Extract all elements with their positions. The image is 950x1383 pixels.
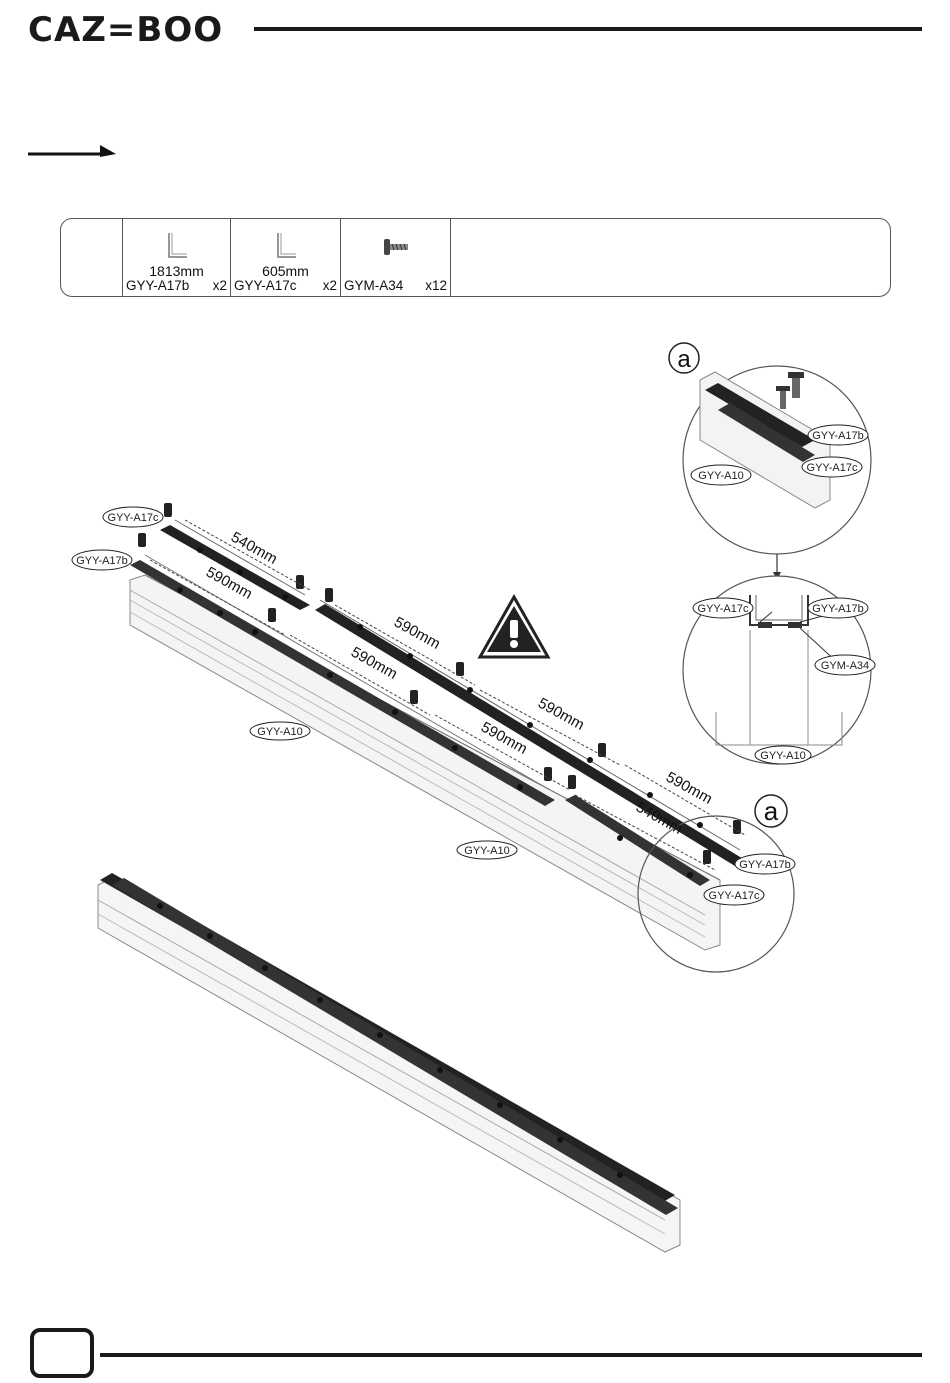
label-a17b: GYY-A17b bbox=[739, 859, 791, 871]
dimension-label: 590mm bbox=[203, 564, 255, 603]
label-a10: GYY-A10 bbox=[464, 845, 509, 857]
label-a17b: GYY-A17b bbox=[76, 555, 128, 567]
label-a17b: GYY-A17b bbox=[812, 603, 864, 615]
dimension-label: 540mm bbox=[633, 799, 685, 838]
dimension-label: 590mm bbox=[535, 695, 587, 734]
dimension-label: 590mm bbox=[391, 614, 443, 653]
detail-marker-beam: a bbox=[755, 795, 787, 827]
label-a17c: GYY-A17c bbox=[108, 512, 159, 524]
label-a10: GYY-A10 bbox=[698, 470, 743, 482]
detail-letter: a bbox=[764, 796, 779, 826]
label-a10: GYY-A10 bbox=[760, 750, 805, 762]
label-a17b: GYY-A17b bbox=[812, 430, 864, 442]
dimension-label: 590mm bbox=[663, 769, 715, 808]
footer-rule bbox=[100, 1353, 922, 1357]
dimension-label: 590mm bbox=[478, 719, 530, 758]
detail-letter: a bbox=[677, 346, 691, 373]
label-a17c: GYY-A17c bbox=[698, 603, 749, 615]
dimension-label: 540mm bbox=[228, 529, 280, 568]
label-a34: GYM-A34 bbox=[821, 660, 869, 672]
detail-marker-top: a bbox=[669, 343, 699, 373]
label-a17c: GYY-A17c bbox=[709, 890, 760, 902]
label-a17c: GYY-A17c bbox=[807, 462, 858, 474]
page-number-box bbox=[30, 1328, 94, 1378]
label-a10: GYY-A10 bbox=[257, 726, 302, 738]
dimension-label: 590mm bbox=[348, 644, 400, 683]
